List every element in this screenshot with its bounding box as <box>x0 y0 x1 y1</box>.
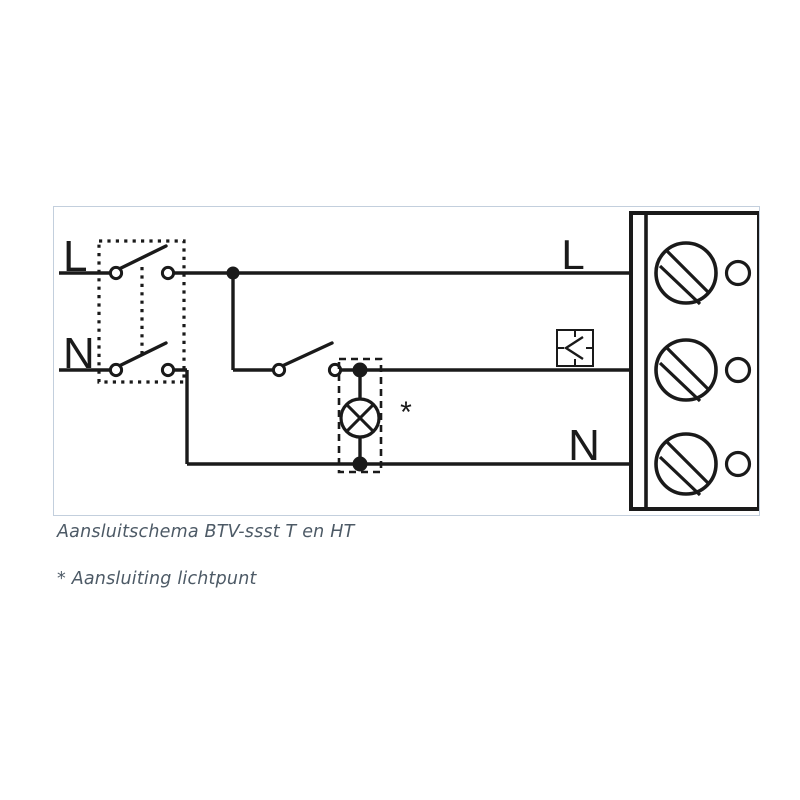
terminal-screw-live[interactable] <box>654 241 718 306</box>
label-terminal-neutral: N <box>568 421 600 470</box>
label-footnote-marker: * <box>400 396 412 429</box>
junction-dot-lamp-bottom <box>352 456 368 472</box>
switch-pole-live-left-contact <box>108 265 124 281</box>
terminal-screw-switched[interactable] <box>654 338 718 403</box>
terminal-screw-neutral-slot-a <box>665 440 710 485</box>
terminal-screw-switched-slot-a <box>665 346 710 391</box>
diagram-frame: L N L N * <box>53 206 760 516</box>
switch-pole-live-blade <box>115 244 168 272</box>
switch-control[interactable] <box>271 341 343 378</box>
wiring-schematic: L N L N * <box>59 211 759 511</box>
switch-pole-neutral-left-contact <box>108 362 124 378</box>
switch-pole-neutral[interactable] <box>108 341 176 378</box>
terminal-screw-live-slot-b <box>658 264 702 306</box>
caption-primary: Aansluitschema BTV-ssst T en HT <box>57 522 355 542</box>
switch-control-blade <box>278 341 334 369</box>
terminal-screw-neutral-slot-b <box>658 455 702 497</box>
junction-dot-lamp-top <box>352 362 368 378</box>
terminal-screw-live-head <box>654 241 718 305</box>
wire-group <box>59 271 654 466</box>
chevron-left-icon <box>563 335 584 361</box>
junction-dot-live <box>226 266 240 280</box>
switch-control-left-contact <box>271 362 287 378</box>
switch-pole-live[interactable] <box>108 244 176 281</box>
terminal-port-switched[interactable] <box>724 356 752 384</box>
terminal-block <box>629 211 759 511</box>
switch-pole-live-right-contact <box>160 265 176 281</box>
switch-pole-neutral-blade <box>115 341 168 369</box>
label-terminal-live: L <box>561 231 584 278</box>
switch-enclosure <box>97 239 186 384</box>
caption-footnote: * Aansluiting lichtpunt <box>57 569 257 589</box>
terminal-screw-neutral-head <box>654 432 718 496</box>
timer-symbol <box>556 329 594 367</box>
light-point-group <box>337 357 383 474</box>
terminal-screw-switched-slot-b <box>658 361 702 403</box>
lamp-icon-cross-b <box>346 404 374 432</box>
terminal-screw-neutral[interactable] <box>654 432 718 497</box>
label-supply-live: L <box>63 232 87 281</box>
caption-block: Aansluitschema BTV-ssst T en HT * Aanslu… <box>57 522 757 590</box>
switch-enclosure-outline <box>97 239 186 384</box>
terminal-port-neutral[interactable] <box>724 450 752 478</box>
terminal-port-live[interactable] <box>724 259 752 287</box>
terminal-screw-live-slot-a <box>665 249 710 294</box>
switch-pole-neutral-right-contact <box>160 362 176 378</box>
light-point-enclosure <box>337 357 383 474</box>
terminal-screw-switched-head <box>654 338 718 402</box>
label-supply-neutral: N <box>63 329 95 378</box>
